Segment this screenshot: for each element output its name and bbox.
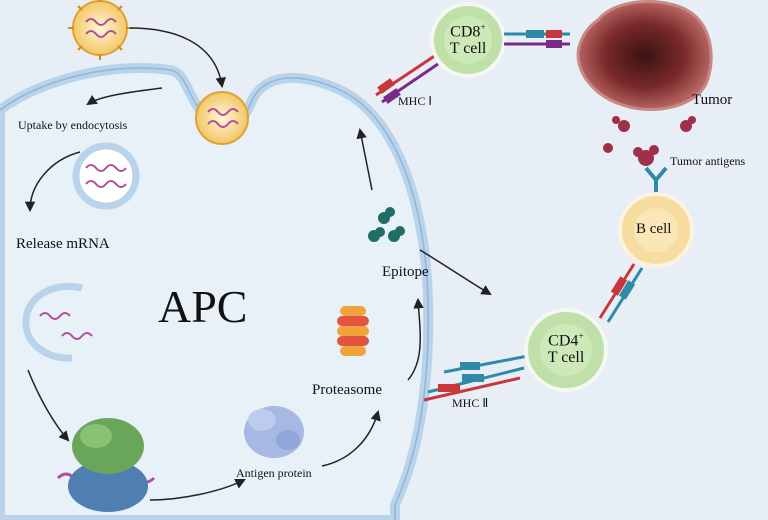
apc-title: APC xyxy=(158,281,248,332)
cd8-sup: + xyxy=(480,22,486,33)
tumor-antigen-fragments xyxy=(603,116,696,166)
tumor-mass xyxy=(576,0,713,111)
cd8-t-cell-label: CD8+ T cell xyxy=(438,22,498,58)
proteasome-label: Proteasome xyxy=(312,382,382,398)
cd4-t-cell xyxy=(524,308,608,392)
tumor-label: Tumor xyxy=(692,92,733,108)
b-cell-label: B cell xyxy=(636,221,672,237)
mhc-1-label: MHC Ⅰ xyxy=(398,94,432,108)
uptake-label: Uptake by endocytosis xyxy=(18,118,128,132)
proteasome xyxy=(337,306,369,356)
mhc-class-2-complex xyxy=(423,354,529,402)
cd4-sup: + xyxy=(578,331,584,342)
antigen-protein-label: Antigen protein xyxy=(236,466,312,480)
cd8-name: CD8 xyxy=(450,23,481,41)
cd4-name: CD4 xyxy=(548,332,579,350)
epitope-label: Epitope xyxy=(382,264,429,280)
antigen-protein xyxy=(244,406,304,458)
tumor-antigens-label: Tumor antigens xyxy=(670,154,746,168)
cd4-subtitle: T cell xyxy=(547,349,585,367)
mhc-class-1-complex xyxy=(375,53,439,104)
cd8-t-cell xyxy=(430,2,506,78)
endosome xyxy=(72,142,140,210)
pathway-arrows xyxy=(24,27,492,501)
b-cell-receptor xyxy=(644,166,668,196)
cd8-subtitle: T cell xyxy=(449,40,487,58)
cd4-bcell-receptor xyxy=(598,263,644,323)
lipid-nanoparticle-outside xyxy=(68,0,132,60)
release-mrna-label: Release mRNA xyxy=(16,236,110,252)
broken-endosome xyxy=(22,282,93,362)
ribosome xyxy=(56,418,156,512)
lipid-nanoparticle-entering xyxy=(195,91,249,145)
cd8-tumor-receptor xyxy=(504,30,570,48)
cd4-t-cell-label: CD4+ T cell xyxy=(536,331,596,367)
mhc-2-label: MHC Ⅱ xyxy=(452,396,489,410)
epitope-cluster xyxy=(368,207,405,242)
b-cell xyxy=(618,192,694,268)
